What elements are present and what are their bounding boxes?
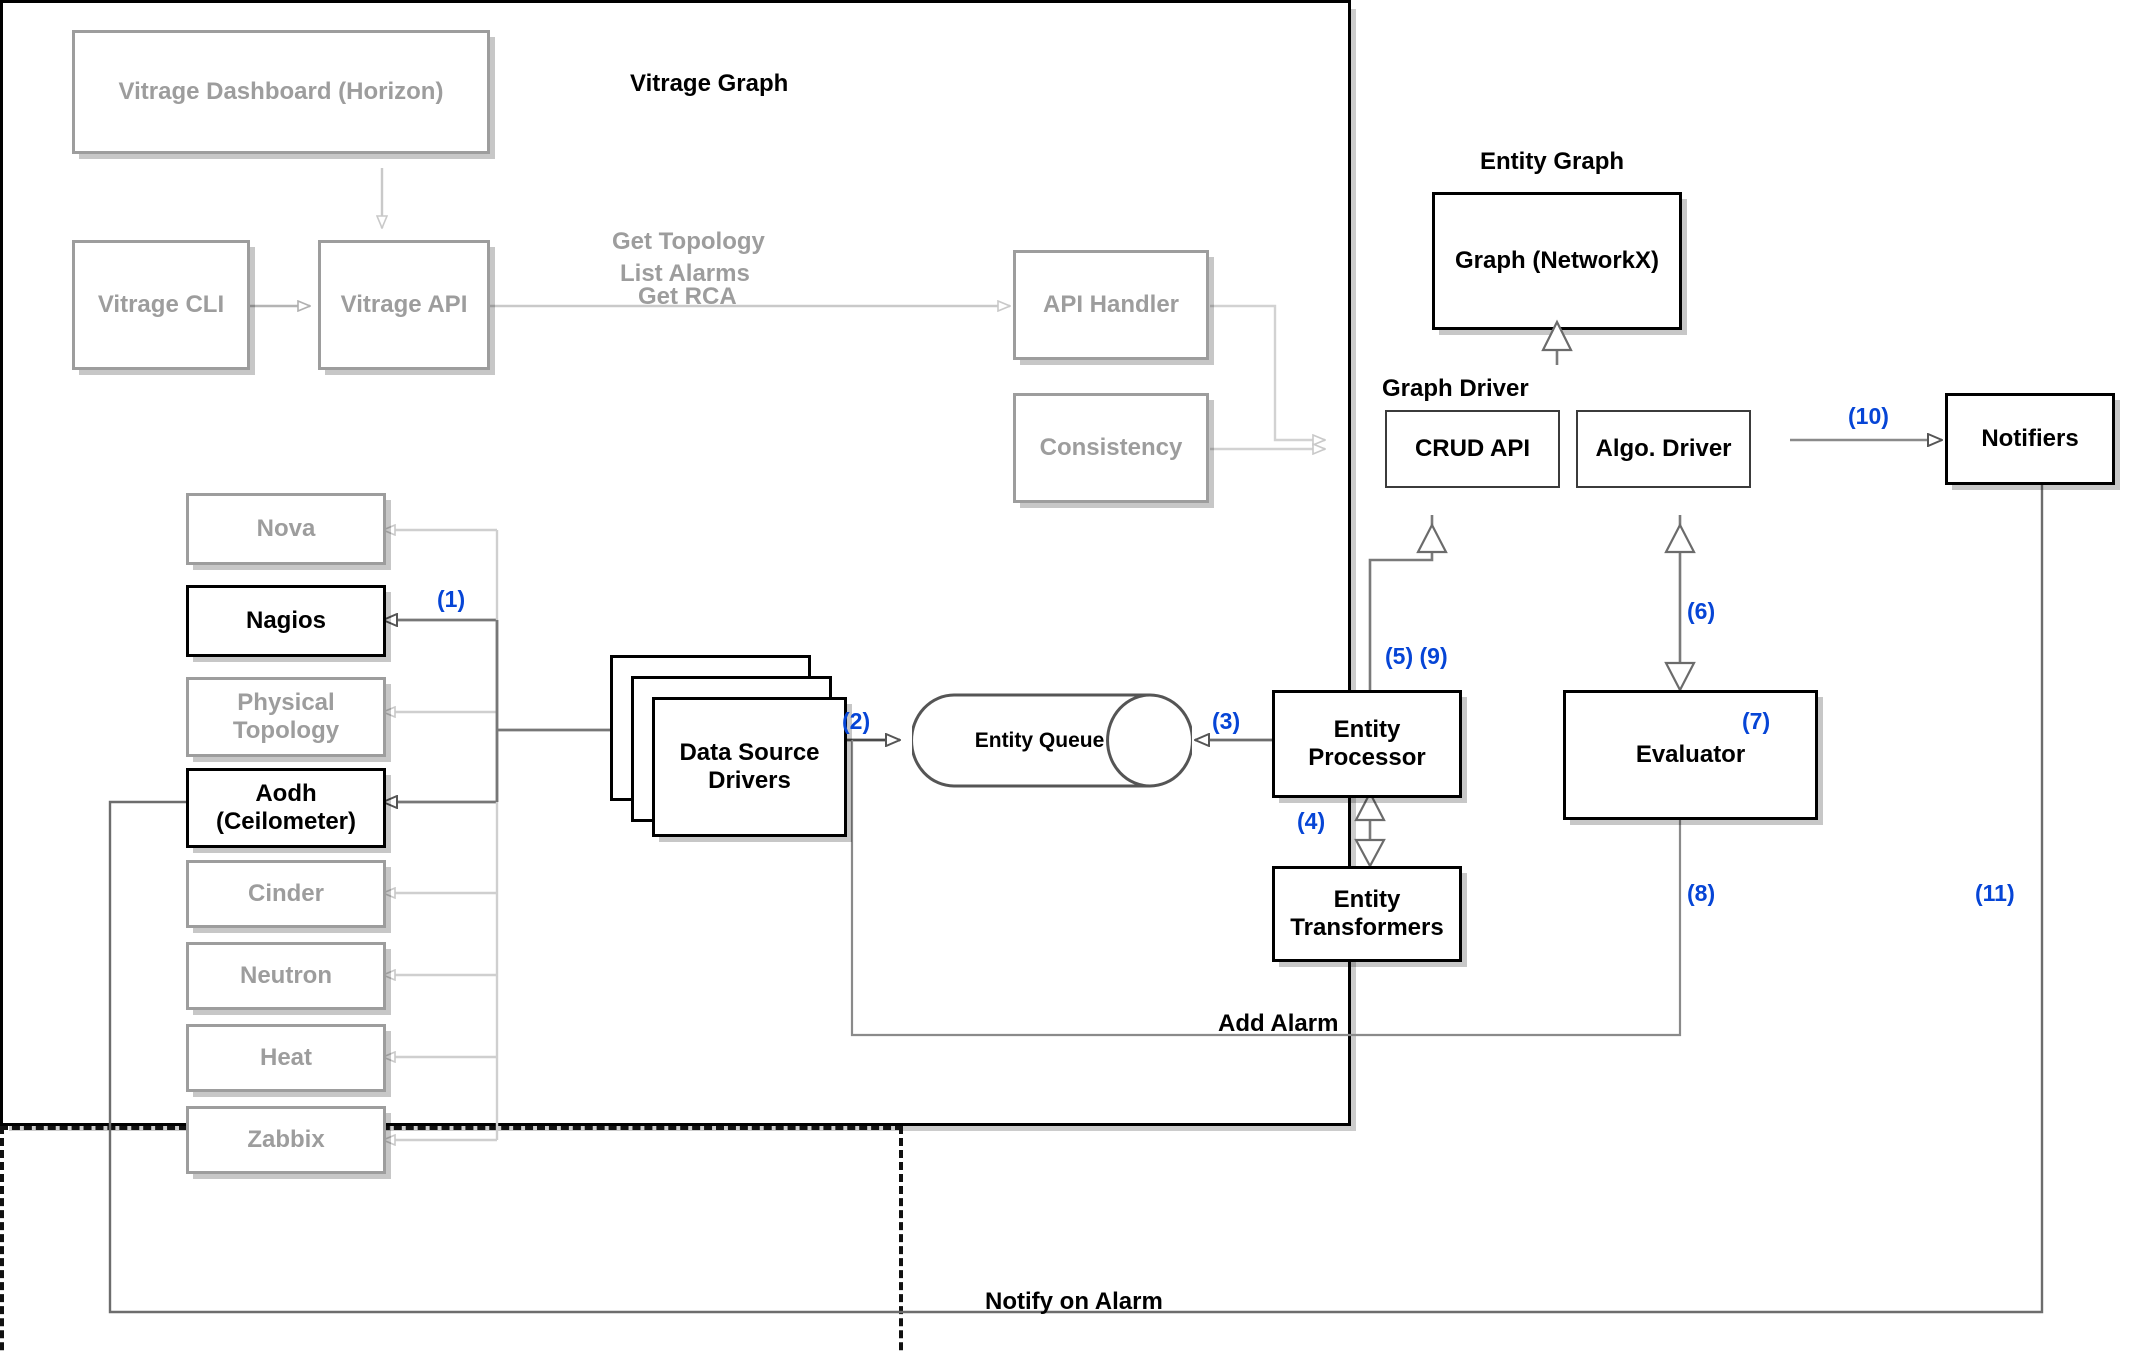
vitrage-api-label: Vitrage API [340, 291, 468, 319]
vitrage-dashboard-box[interactable]: Vitrage Dashboard (Horizon) [72, 30, 490, 154]
algo-driver-box[interactable]: Algo. Driver [1576, 410, 1751, 488]
notify-on-alarm-label: Notify on Alarm [985, 1288, 1163, 1315]
entity-queue-cylinder-svg [910, 693, 1194, 788]
step-1-label: (1) [437, 586, 466, 612]
vitrage-cli-box[interactable]: Vitrage CLI [72, 240, 250, 370]
datasource-nova-box[interactable]: Nova [186, 493, 386, 565]
consistency-label: Consistency [1039, 434, 1183, 462]
datasource-heat-label: Heat [259, 1044, 313, 1072]
entity-graph-title: Entity Graph [1480, 148, 1625, 175]
api-handler-box[interactable]: API Handler [1013, 250, 1209, 360]
datasource-nova-label: Nova [256, 515, 316, 543]
datasource-nagios-box[interactable]: Nagios [186, 585, 386, 657]
entity-processor-box[interactable]: Entity Processor [1272, 690, 1462, 798]
graph-driver-title: Graph Driver [1382, 375, 1529, 402]
api-call-list-alarms: List Alarms [620, 260, 750, 287]
algo-driver-label: Algo. Driver [1595, 435, 1732, 463]
datasource-cinder-box[interactable]: Cinder [186, 860, 386, 928]
datasource-cinder-label: Cinder [247, 880, 324, 908]
datasource-physical-topology-label: Physical Topology [232, 689, 340, 744]
data-source-drivers-box[interactable]: Data Source Drivers [652, 697, 847, 837]
vitrage-dashboard-label: Vitrage Dashboard (Horizon) [118, 78, 444, 106]
step-10-label: (10) [1848, 403, 1889, 429]
step-6-label: (6) [1687, 598, 1716, 624]
datasource-zabbix-label: Zabbix [247, 1126, 325, 1154]
step-5-9-label: (5) (9) [1385, 643, 1448, 669]
add-alarm-label: Add Alarm [1218, 1010, 1339, 1037]
datasource-neutron-box[interactable]: Neutron [186, 942, 386, 1010]
datasource-zabbix-box[interactable]: Zabbix [186, 1106, 386, 1174]
step-7-label: (7) [1742, 708, 1771, 734]
entity-queue-shape[interactable]: Entity Queue [910, 693, 1194, 788]
graph-networkx-label: Graph (NetworkX) [1454, 247, 1660, 275]
evaluator-box[interactable]: Evaluator [1563, 690, 1818, 820]
vitrage-graph-title: Vitrage Graph [630, 70, 789, 97]
entity-transformers-label: Entity Transformers [1290, 886, 1444, 941]
entity-processor-label: Entity Processor [1308, 716, 1426, 771]
dashed-region [0, 1126, 903, 1354]
datasource-neutron-label: Neutron [240, 962, 332, 990]
step-8-label: (8) [1687, 880, 1716, 906]
api-handler-label: API Handler [1042, 291, 1180, 319]
datasource-aodh-label: Aodh (Ceilometer) [215, 780, 357, 835]
datasource-nagios-label: Nagios [245, 607, 326, 635]
api-call-get-topology: Get Topology [612, 228, 765, 255]
entity-transformers-box[interactable]: Entity Transformers [1272, 866, 1462, 962]
crud-api-label: CRUD API [1414, 435, 1531, 463]
step-2-label: (2) [842, 708, 871, 734]
crud-api-box[interactable]: CRUD API [1385, 410, 1560, 488]
step-11-label: (11) [1975, 880, 2015, 906]
step-3-label: (3) [1212, 708, 1241, 734]
datasource-aodh-box[interactable]: Aodh (Ceilometer) [186, 768, 386, 848]
consistency-box[interactable]: Consistency [1013, 393, 1209, 503]
datasource-heat-box[interactable]: Heat [186, 1024, 386, 1092]
datasource-physical-topology-box[interactable]: Physical Topology [186, 677, 386, 757]
step-4-label: (4) [1297, 808, 1326, 834]
api-call-get-rca: Get RCA [638, 283, 737, 310]
notifiers-label: Notifiers [1981, 425, 2079, 453]
data-source-drivers-label: Data Source Drivers [679, 739, 820, 794]
evaluator-label: Evaluator [1635, 741, 1746, 769]
entity-queue-label: Entity Queue [974, 728, 1105, 752]
notifiers-box[interactable]: Notifiers [1945, 393, 2115, 485]
vitrage-api-box[interactable]: Vitrage API [318, 240, 490, 370]
vitrage-cli-label: Vitrage CLI [97, 291, 225, 319]
graph-networkx-box[interactable]: Graph (NetworkX) [1432, 192, 1682, 330]
